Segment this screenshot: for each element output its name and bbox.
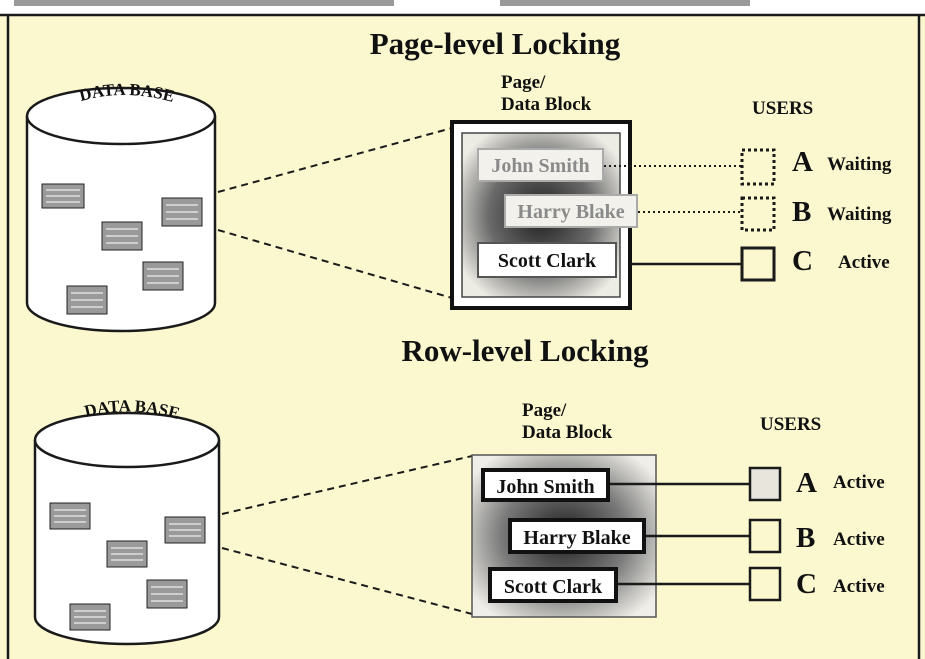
user-letter-a-row: A	[796, 467, 817, 499]
section-title-page-level: Page-level Locking	[369, 26, 621, 61]
user-letter-b-row: B	[796, 522, 816, 554]
row-box-scott-clark-page: Scott Clark	[477, 242, 617, 278]
user-status-b-page: Waiting	[827, 204, 892, 225]
user-letter-c-row: C	[796, 568, 817, 600]
block-label-line2: Data Block	[522, 422, 613, 443]
user-b-box-waiting	[740, 196, 776, 232]
row-box-harry-blake-page: Harry Blake	[504, 194, 638, 228]
connector-db-to-block-top	[217, 127, 453, 193]
user-a-box-waiting	[740, 148, 776, 186]
user-b-box-active	[748, 518, 782, 554]
database-cylinder-page-level	[25, 86, 217, 333]
users-heading-row-level: USERS	[760, 414, 822, 435]
database-cylinder-row-level	[33, 411, 221, 646]
block-label-page-level: Page/ Data Block	[501, 72, 591, 116]
user-status-c-row: Active	[833, 576, 885, 597]
connector-db-to-block-top-2	[221, 455, 473, 515]
user-status-c-page: Active	[838, 252, 890, 273]
user-status-a-page: Waiting	[827, 154, 892, 175]
user-letter-b-page: B	[792, 196, 812, 228]
connector-db-to-block-bottom	[217, 229, 453, 299]
section-title-row-level: Row-level Locking	[401, 333, 649, 368]
users-heading-page-level: USERS	[752, 98, 814, 119]
user-a-box-active	[748, 466, 782, 502]
row-box-john-smith-page: John Smith	[477, 148, 604, 182]
block-label-line1: Page/	[522, 400, 567, 421]
user-c-box-active-2	[748, 566, 782, 602]
clipped-caption-2	[500, 0, 750, 6]
row-box-harry-blake-row: Harry Blake	[508, 518, 646, 554]
user-c-box-active	[740, 246, 776, 282]
user-letter-c-page: C	[792, 245, 813, 277]
user-letter-a-page: A	[792, 146, 813, 178]
block-label-line2: Data Block	[501, 94, 592, 115]
block-label-line1: Page/	[501, 72, 546, 93]
row-box-scott-clark-row: Scott Clark	[488, 567, 618, 603]
clipped-caption	[14, 0, 394, 6]
block-label-row-level: Page/ Data Block	[522, 400, 612, 444]
user-status-a-row: Active	[833, 472, 885, 493]
user-status-b-row: Active	[833, 529, 885, 550]
row-box-john-smith-row: John Smith	[481, 468, 610, 502]
